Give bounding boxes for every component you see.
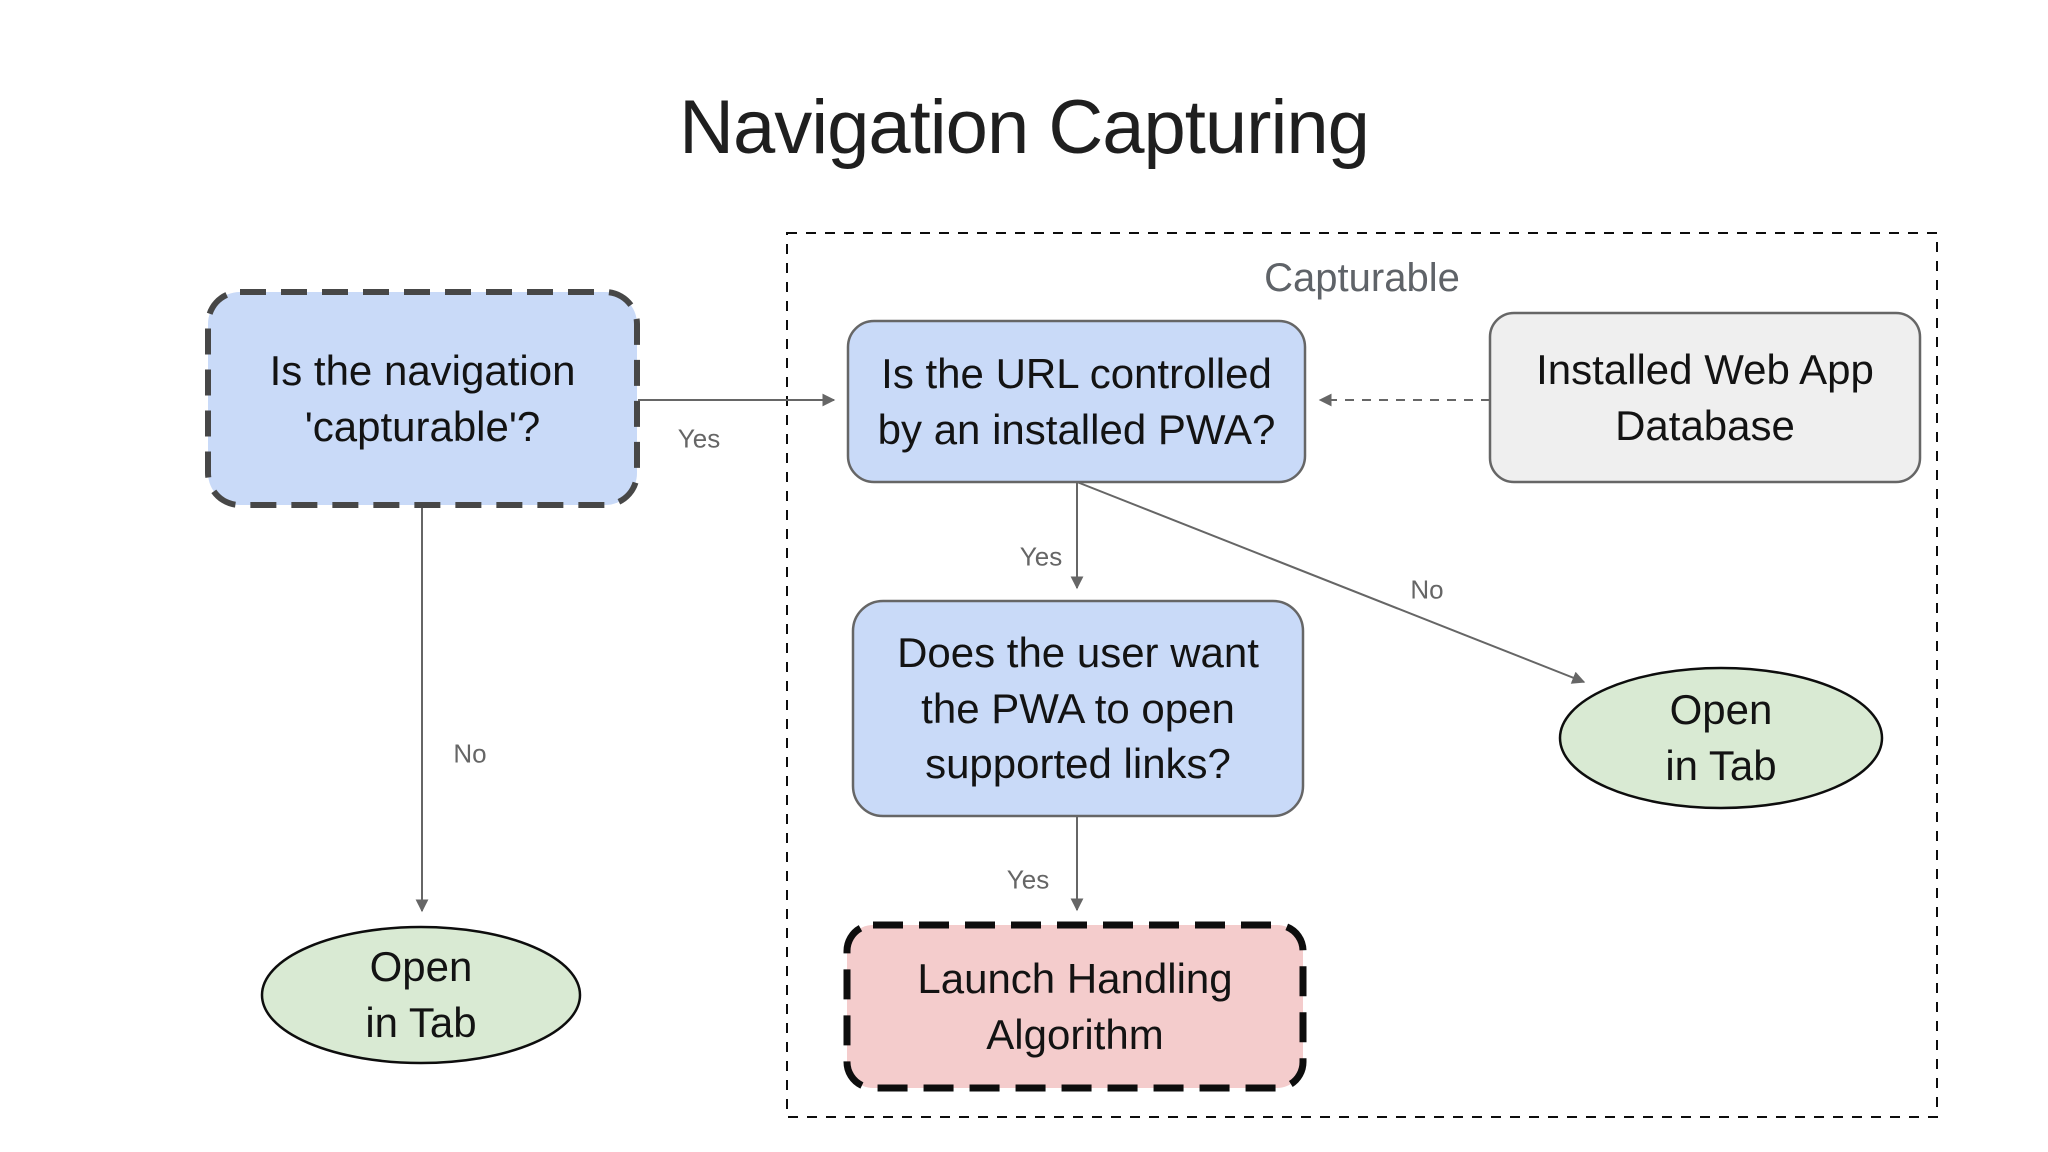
node-user-want-shape [851, 599, 1305, 818]
node-url-controlled-text: Is the URL controlled by an installed PW… [877, 349, 1276, 453]
node-open-in-tab-left-shape [260, 925, 582, 1065]
edge-label-url-yes: Yes [1019, 541, 1063, 572]
node-launch-handling-text: Launch Handling Algorithm [917, 954, 1233, 1058]
node-user-want-text: Does the user want the PWA to open suppo… [897, 628, 1259, 788]
capturable-group-label: Capturable [1264, 256, 1460, 300]
node-open-in-tab-right-text: Open in Tab [1665, 686, 1777, 789]
node-open-in-tab-right-shape [1558, 666, 1884, 810]
edge-label-user-yes: Yes [1006, 864, 1050, 895]
node-launch-handling-shape [843, 921, 1307, 1092]
node-url-controlled-shape [846, 319, 1307, 484]
node-capturable-question-shape [205, 289, 640, 508]
edge-url-no [1076, 481, 1586, 684]
page-title: Navigation Capturing [679, 85, 1370, 170]
node-installed-db-shape [1488, 311, 1922, 484]
node-open-in-tab-left-text: Open in Tab [365, 943, 477, 1046]
edge-label-capturable-yes: Yes [677, 423, 721, 454]
node-capturable-question-text: Is the navigation 'capturable'? [269, 346, 576, 450]
edge-label-url-no: No [1410, 574, 1444, 605]
capturable-group-border [786, 232, 1938, 1118]
node-installed-db-text: Installed Web App Database [1536, 345, 1874, 449]
edge-label-capturable-no: No [453, 738, 487, 769]
